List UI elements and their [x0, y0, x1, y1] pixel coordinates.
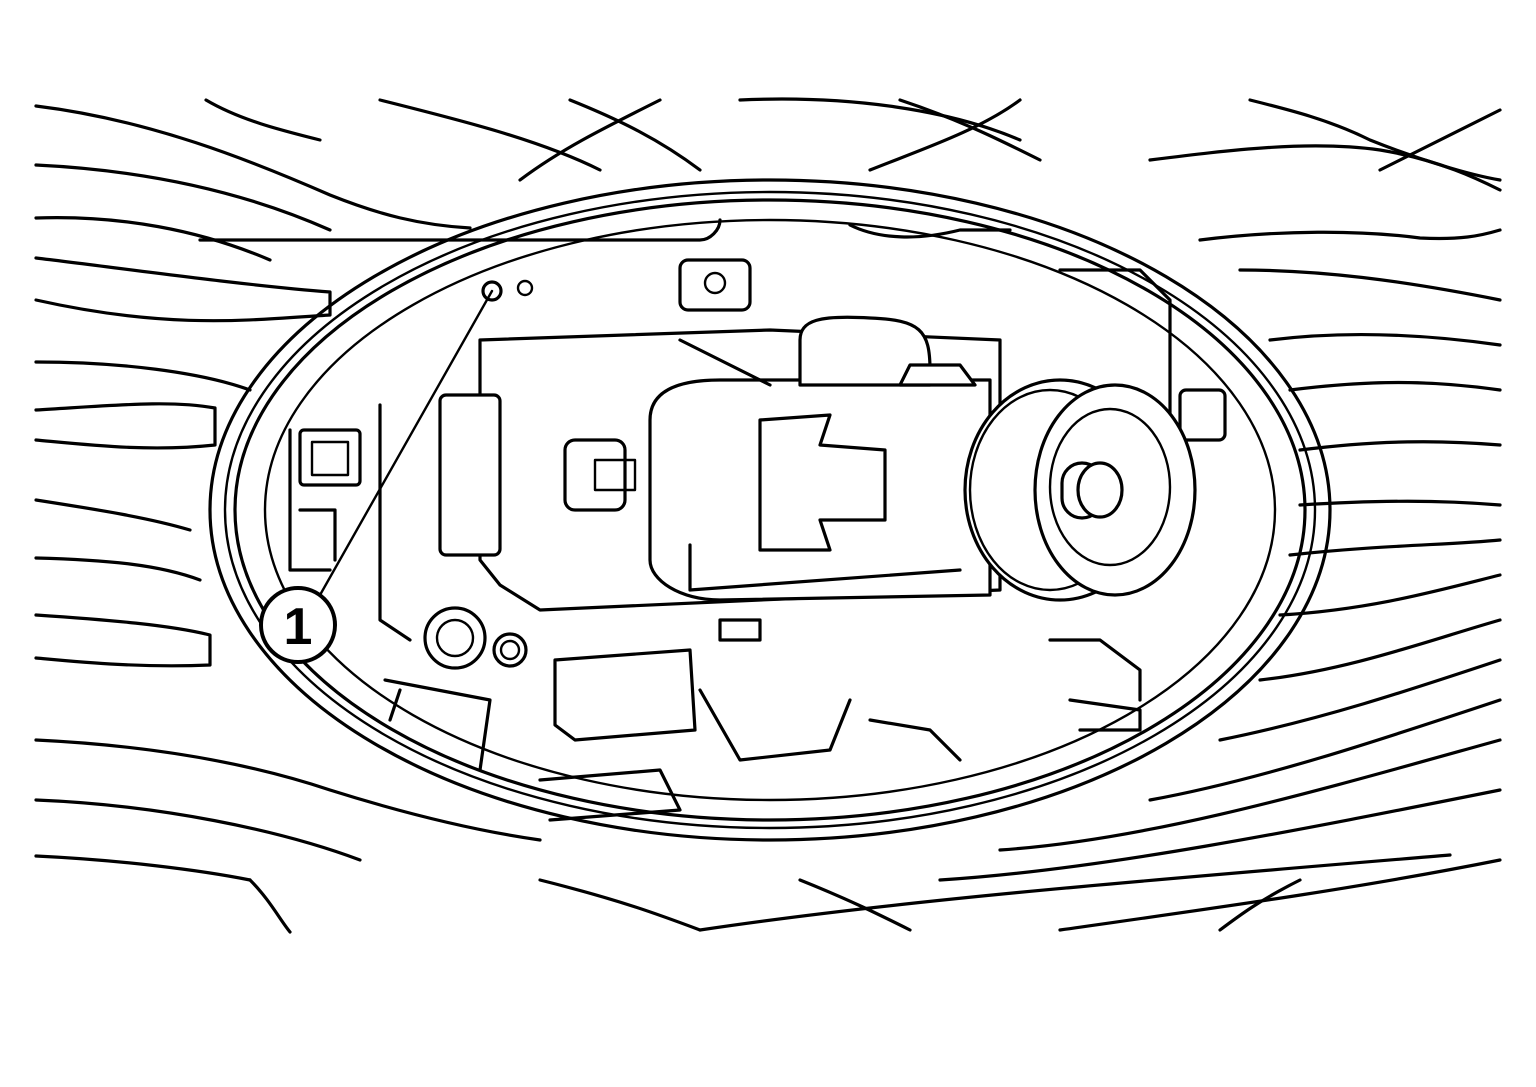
lock-cylinder — [963, 378, 1197, 602]
inner-housing — [198, 218, 1227, 702]
top-boss — [798, 315, 932, 387]
key-stop — [758, 413, 887, 552]
top-bracket — [678, 258, 752, 312]
main-body — [438, 315, 1002, 612]
leader-line — [318, 289, 494, 597]
callout-number: 1 — [284, 598, 313, 656]
side-switch — [438, 393, 502, 557]
callout-1: 1 — [259, 289, 494, 664]
right-connector — [1178, 388, 1227, 442]
oval-bezel — [208, 178, 1332, 842]
callout-circle — [259, 586, 337, 664]
lower-connector — [553, 648, 697, 742]
left-latch — [298, 428, 362, 487]
lower-components — [383, 606, 1142, 822]
harness-strands — [34, 97, 1502, 934]
mounting-screw — [481, 279, 534, 302]
